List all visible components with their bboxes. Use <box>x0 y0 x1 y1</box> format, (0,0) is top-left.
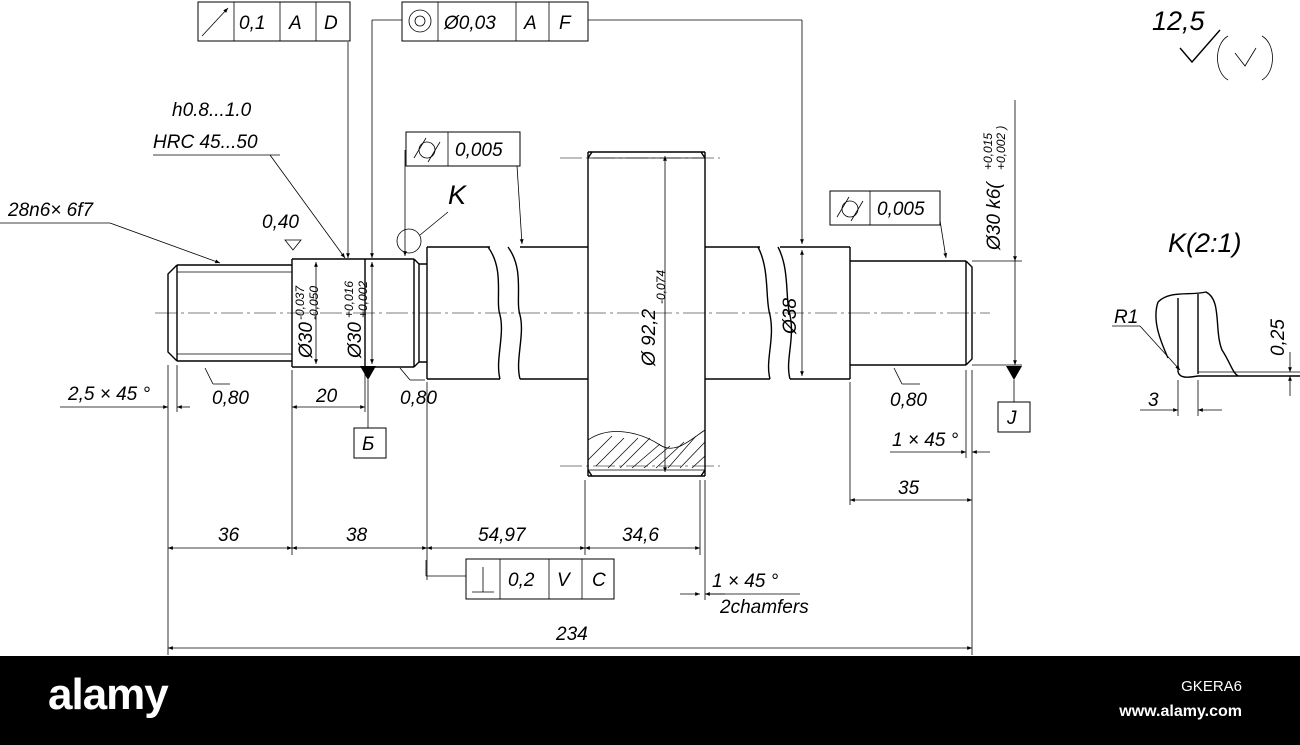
detail-view-title: K(2:1) <box>1168 228 1242 258</box>
diameter-38: Ø38 <box>780 298 801 335</box>
check-icon <box>1234 47 1257 67</box>
concentricity-value: Ø0,03 <box>443 13 496 34</box>
detail-view-k: K(2:1) R1 3 0,25 <box>1112 228 1300 416</box>
dim-5497: 54,97 <box>478 525 527 546</box>
diameter-30-second-tol-upper: +0,016 <box>342 281 356 318</box>
image-id: GKERA6 <box>1181 678 1242 695</box>
roughness-main-value: 12,5 <box>1152 6 1206 36</box>
diameter-30-right-tol-lower: +0,002 ) <box>994 126 1008 170</box>
roughness-left: 0,80 <box>212 388 249 409</box>
hardening-depth-note: h0.8...1.0 <box>172 100 252 121</box>
diameter-30-second: Ø30 <box>345 322 366 359</box>
diameter-92-tol: -0,074 <box>654 270 668 304</box>
datum-b: Б <box>362 434 374 455</box>
tol-frame-runout: 0,1 A D <box>197 1 351 42</box>
detail-radius: R1 <box>1114 307 1138 328</box>
diameter-30-left: Ø30 <box>296 322 317 359</box>
spline-note: 28n6× 6f7 <box>7 200 94 221</box>
diameter-30-right: Ø30 k6( <box>984 181 1005 251</box>
dim-38: 38 <box>346 525 368 546</box>
cylindricity-right-value: 0,005 <box>877 199 925 220</box>
cylindricity-icon <box>836 196 864 222</box>
dimension-lines <box>0 19 1022 655</box>
concentricity-datum-2: F <box>559 13 572 34</box>
diameter-30-left-tol-lower: -0,050 <box>307 286 321 320</box>
detail-dim-3: 3 <box>1148 390 1159 411</box>
runout-datum-2: D <box>324 13 338 34</box>
dim-36: 36 <box>218 525 240 546</box>
chamfer-gear: 1 × 45 ° <box>712 571 779 592</box>
diameter-30-left-tol-upper: -0,037 <box>293 285 307 320</box>
detail-dim-025: 0,25 <box>1268 319 1289 356</box>
roughness-top: 0,40 <box>262 212 299 233</box>
perpendicular-value: 0,2 <box>508 570 535 591</box>
watermark-footer: alamy GKERA6 www.alamy.com <box>0 656 1300 745</box>
diameter-92: Ø 92,2 <box>639 309 660 367</box>
dim-35: 35 <box>898 478 920 499</box>
roughness-symbol: 12,5 <box>1152 6 1273 81</box>
tol-frame-cylindricity-left: 0,005 <box>405 131 521 167</box>
datum-j: J <box>1006 408 1017 429</box>
concentricity-icon <box>408 9 432 33</box>
diameter-30-right-tol-upper: +0,015 <box>981 133 995 170</box>
cylindricity-icon <box>413 137 441 163</box>
runout-datum-1: A <box>288 13 302 34</box>
tol-frame-cylindricity-right: 0,005 <box>829 190 941 226</box>
dim-234: 234 <box>555 624 588 645</box>
concentricity-datum-1: A <box>523 13 537 34</box>
roughness-middle: 0,80 <box>400 388 437 409</box>
tol-frame-perpendicular: 0,2 V C <box>465 558 615 600</box>
annotations: h0.8...1.0 HRC 45...50 28n6× 6f7 0,40 K … <box>7 100 1031 645</box>
runout-value: 0,1 <box>239 13 265 34</box>
runout-icon <box>201 7 229 37</box>
site-url: www.alamy.com <box>1119 703 1242 720</box>
alamy-logo: alamy <box>48 670 169 719</box>
perpendicular-datum-2: C <box>592 570 606 591</box>
chamfer-gear-note: 2chamfers <box>719 597 809 618</box>
engineering-drawing: 0,1 A D Ø0,03 A F 0,005 0,00 <box>0 1 1300 655</box>
shaft-outline <box>155 151 990 477</box>
cylindricity-left-value: 0,005 <box>455 140 503 161</box>
roughness-right: 0,80 <box>890 390 927 411</box>
perpendicularity-icon <box>472 567 494 593</box>
hardness-note: HRC 45...50 <box>153 132 258 153</box>
dim-20: 20 <box>315 386 338 407</box>
chamfer-right: 1 × 45 ° <box>892 430 959 451</box>
dim-346: 34,6 <box>622 525 659 546</box>
detail-marker: K <box>448 180 467 210</box>
chamfer-left: 2,5 × 45 ° <box>67 384 150 405</box>
tol-frame-concentricity: Ø0,03 A F <box>401 1 589 42</box>
diameter-30-second-tol-lower: +0,002 <box>356 281 370 318</box>
perpendicular-datum-1: V <box>557 570 572 591</box>
